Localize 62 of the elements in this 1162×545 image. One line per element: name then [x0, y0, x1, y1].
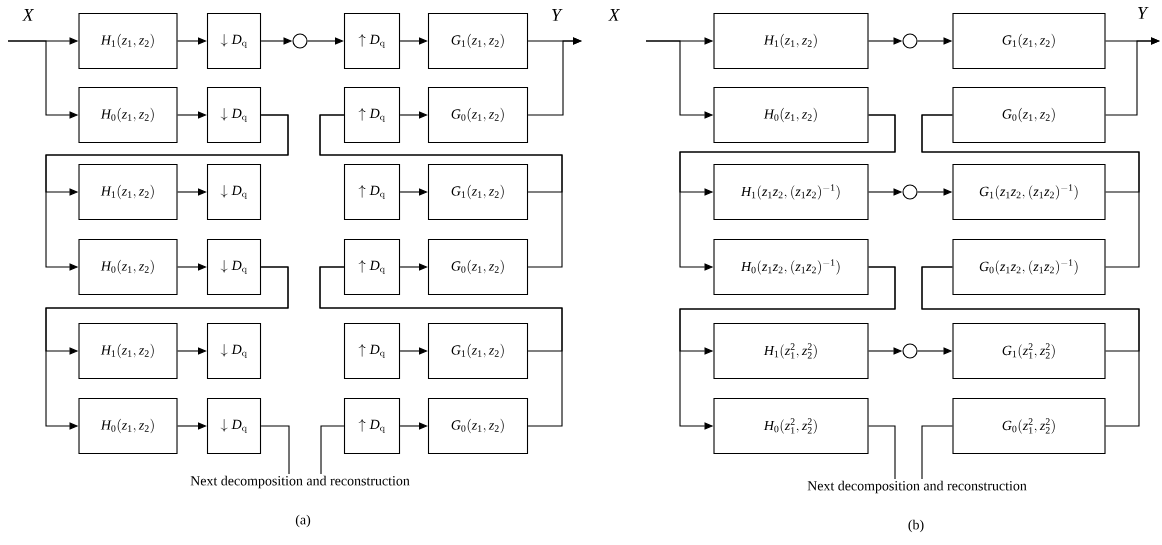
signal-line [921, 114, 1140, 268]
sampler-box: $\downarrow D_{\mathrm{q}}$ [206, 322, 262, 380]
sampler-box: $\uparrow D_{\mathrm{q}}$ [343, 238, 401, 296]
signal-line [320, 425, 345, 475]
filter-box: $G_0(z_1, z_2)$ [427, 86, 529, 144]
arrow [527, 37, 582, 116]
sampler-box: $\uparrow D_{\mathrm{q}}$ [343, 86, 401, 144]
signal-line [921, 266, 1140, 427]
filter-box: $G_0(z_1^2, z_2^2)$ [952, 397, 1106, 455]
filter-box: $H_0(z_1, z_2)$ [78, 397, 178, 455]
filter-box: $H_0(z_1, z_2)$ [78, 238, 178, 296]
note-text: Next decomposition and reconstruction [190, 475, 410, 489]
arrow [1105, 37, 1160, 116]
sampler-box: $\downarrow D_{\mathrm{q}}$ [206, 163, 262, 221]
filter-box: $G_0(z_1z_2, (z_1z_2)^{-1})$ [952, 238, 1106, 296]
sampler-box: $\downarrow D_{\mathrm{q}}$ [206, 86, 262, 144]
sampler-box: $\downarrow D_{\mathrm{q}}$ [206, 12, 262, 70]
sampler-box: $\downarrow D_{\mathrm{q}}$ [206, 238, 262, 296]
signal-line [319, 114, 563, 268]
filter-box: $G_0(z_1, z_2)$ [427, 397, 529, 455]
filter-box: $G_1(z_1, z_2)$ [952, 12, 1106, 70]
junction-circle [292, 33, 308, 49]
filter-box: $H_0(z_1, z_2)$ [713, 86, 869, 144]
filter-box: $H_1(z_1, z_2)$ [78, 12, 178, 70]
signal-line [868, 425, 896, 480]
signal-line [921, 425, 953, 480]
signal-line [260, 425, 290, 475]
filter-box: $H_0(z_1, z_2)$ [78, 86, 178, 144]
filter-box: $H_0(z_1z_2, (z_1z_2)^{-1})$ [713, 238, 869, 296]
sampler-box: $\uparrow D_{\mathrm{q}}$ [343, 12, 401, 70]
junction-circle [902, 33, 918, 49]
signal-label: $X$ [21, 9, 35, 21]
filter-box: $G_0(z_1, z_2)$ [427, 238, 529, 296]
filter-box: $H_1(z_1, z_2)$ [78, 322, 178, 380]
note-text: Next decomposition and reconstruction [807, 480, 1027, 494]
filter-box: $H_0(z_1^2, z_2^2)$ [713, 397, 869, 455]
filter-box: $G_1(z_1, z_2)$ [427, 12, 529, 70]
panel-label: (b) [908, 519, 924, 533]
signal-label: $Y$ [552, 9, 563, 21]
junction-circle [902, 184, 918, 200]
arrow [679, 114, 896, 271]
signal-label: $Y$ [1138, 7, 1149, 19]
signal-label: $X$ [607, 9, 621, 21]
filter-box: $G_1(z_1z_2, (z_1z_2)^{-1})$ [952, 163, 1106, 221]
panel-label: (a) [295, 514, 311, 528]
filter-box: $H_1(z_1, z_2)$ [78, 163, 178, 221]
filter-box: $G_1(z_1, z_2)$ [427, 163, 529, 221]
arrow [45, 266, 289, 430]
filter-box: $H_1(z_1, z_2)$ [713, 12, 869, 70]
junction-circle [902, 343, 918, 359]
filter-box: $H_1(z_1z_2, (z_1z_2)^{-1})$ [713, 163, 869, 221]
filter-box: $G_0(z_1, z_2)$ [952, 86, 1106, 144]
filter-box: $G_1(z_1, z_2)$ [427, 322, 529, 380]
filter-box: $H_1(z_1^2, z_2^2)$ [713, 322, 869, 380]
sampler-box: $\downarrow D_{\mathrm{q}}$ [206, 397, 262, 455]
filter-box: $G_1(z_1^2, z_2^2)$ [952, 322, 1106, 380]
sampler-box: $\uparrow D_{\mathrm{q}}$ [343, 163, 401, 221]
sampler-box: $\uparrow D_{\mathrm{q}}$ [343, 322, 401, 380]
signal-line [319, 266, 563, 427]
sampler-box: $\uparrow D_{\mathrm{q}}$ [343, 397, 401, 455]
arrow [679, 266, 896, 430]
arrow [45, 114, 289, 271]
